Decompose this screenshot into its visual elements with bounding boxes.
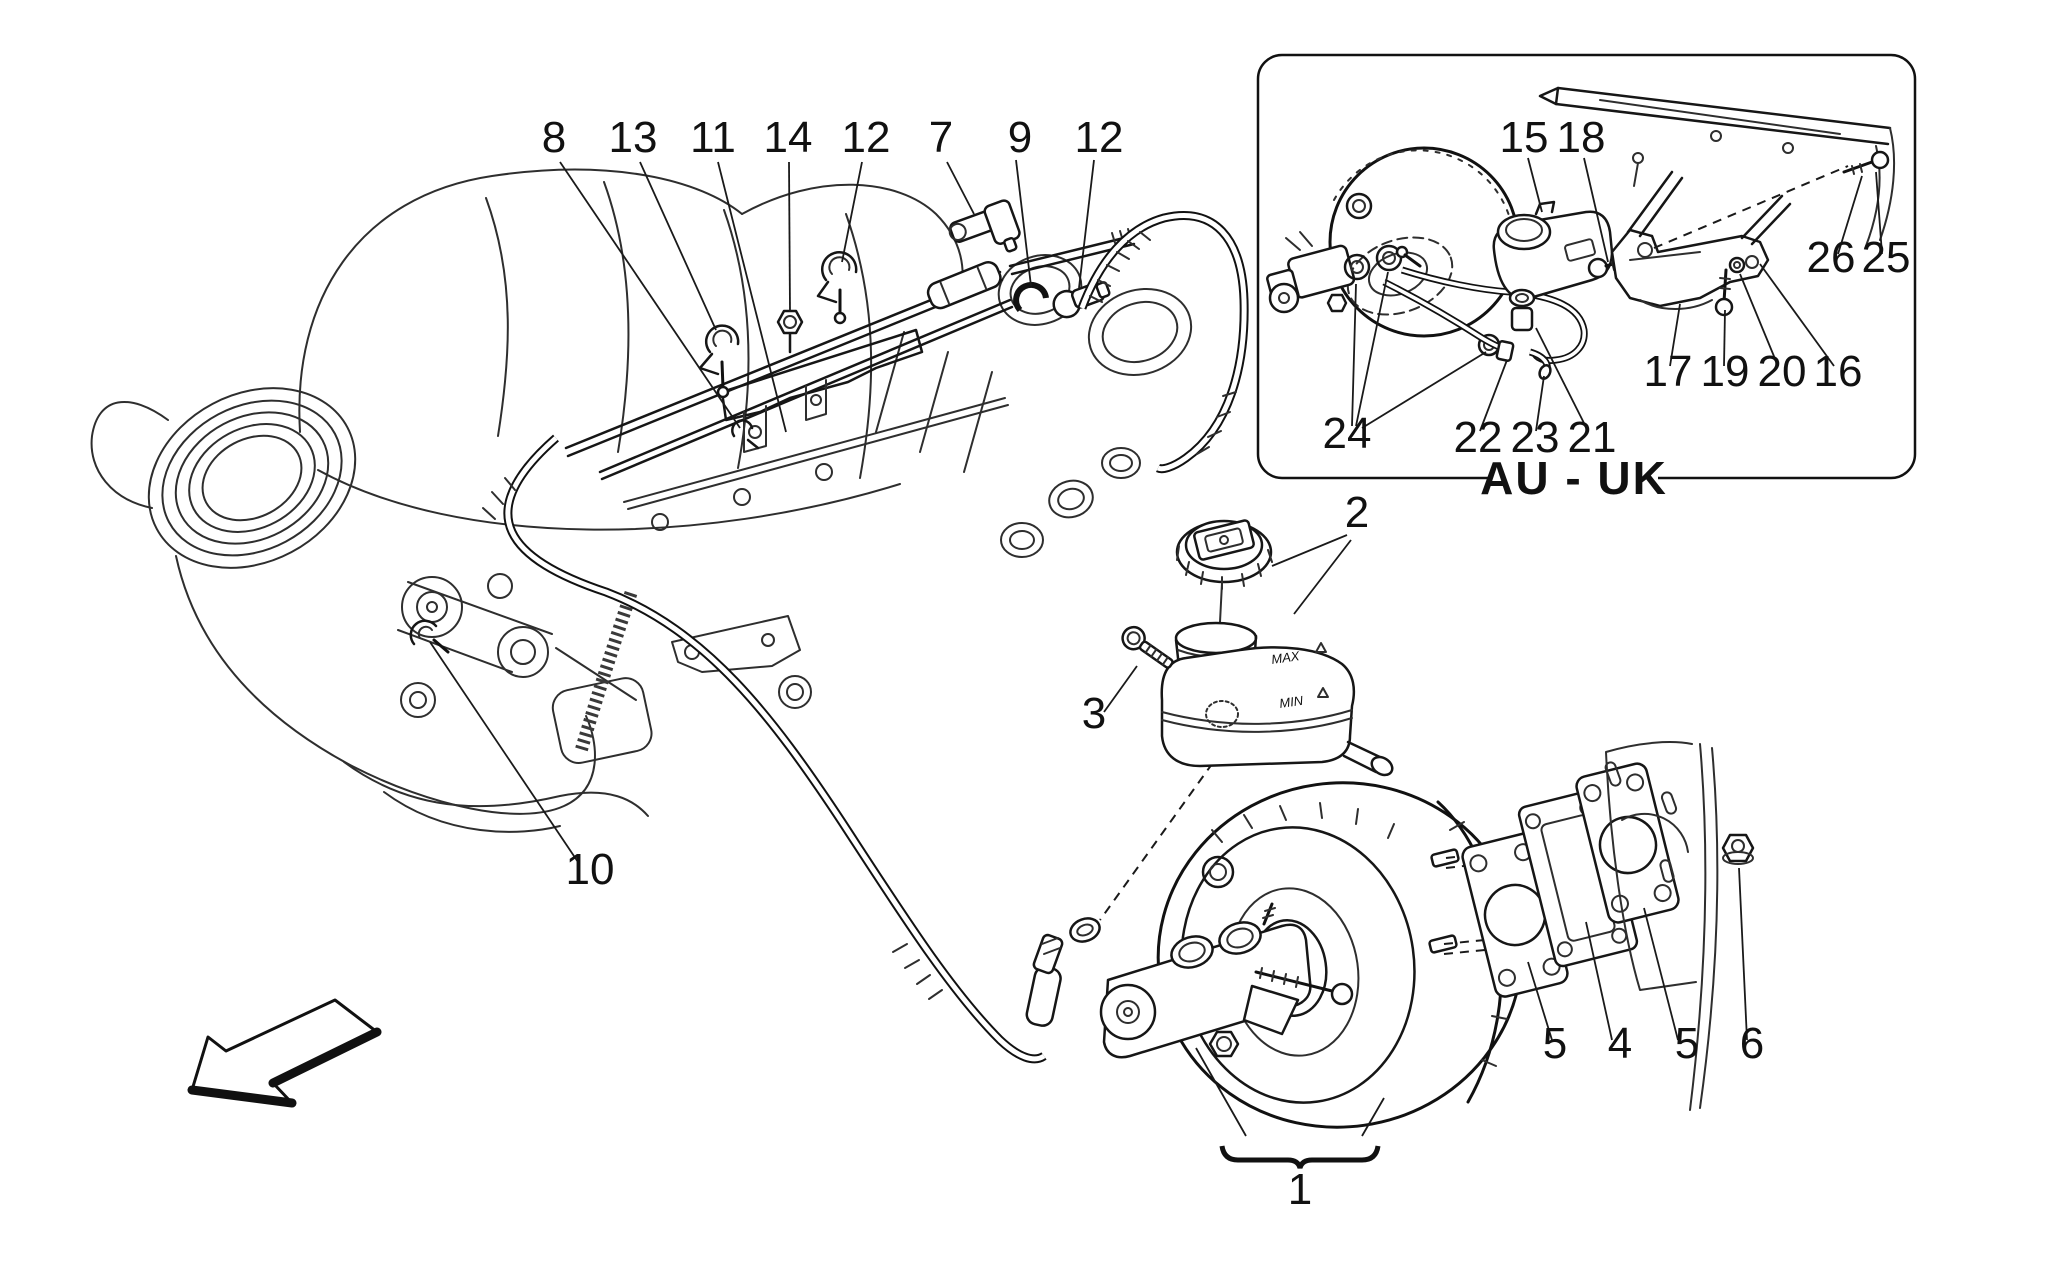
callout-15: 15 [1500,113,1549,162]
callout-12b: 12 [1075,113,1124,162]
callout-8: 8 [542,113,566,162]
callout-20: 20 [1758,347,1807,396]
direction-arrow-icon [187,998,382,1108]
callout-14: 14 [764,113,813,162]
callout-10: 10 [566,845,615,894]
callout-21: 21 [1568,413,1617,462]
pipe-clip-12a [816,251,858,325]
callout-7: 7 [929,113,953,162]
callout-22: 22 [1454,413,1503,462]
fluid-reservoir: MAX MIN [1121,519,1394,777]
reservoir-body [1160,646,1356,768]
pipe-c-clip-9 [1013,281,1049,313]
master-cylinder [1099,902,1354,1059]
bulkhead-panel [1604,741,1719,1111]
callout-6: 6 [1740,1019,1764,1068]
callout-18: 18 [1557,113,1606,162]
variant-label-mask [1490,458,1658,500]
callout-13: 13 [609,113,658,162]
brake-pipe-assembly [564,199,1136,481]
assembly-brace [1219,1145,1381,1169]
callout-9: 9 [1008,113,1032,162]
callout-4: 4 [1608,1019,1632,1068]
callouts-inset: 15 18 26 25 17 19 20 16 24 22 23 21 [1323,113,1911,462]
callout-17: 17 [1644,347,1693,396]
leader-1 [1195,1047,1385,1137]
callout-5b: 5 [1675,1019,1699,1068]
callouts-main: 8 13 11 14 12 7 9 12 10 2 3 1 5 4 5 6 [542,113,1764,1214]
callout-26: 26 [1807,233,1856,282]
inset-panel: AU - UK [1256,53,1917,504]
callout-23: 23 [1511,413,1560,462]
leader-lines-inset [1351,157,1883,432]
pipe-union [926,260,1002,310]
callout-1: 1 [1288,1165,1312,1214]
pipe-nut-14 [776,309,804,354]
callout-5a: 5 [1543,1019,1567,1068]
supply-hose [482,434,1223,1064]
reservoir-feed-line [1099,749,1223,921]
leader-lines-main [429,159,1748,1041]
loop-hose [1077,211,1249,474]
callout-16: 16 [1814,347,1863,396]
engine-illustration [90,168,1193,833]
min-marking: MIN [1278,693,1304,711]
flange-nut-6 [1721,833,1755,865]
hose-clamp-10 [409,619,450,654]
callout-12a: 12 [842,113,891,162]
callout-25: 25 [1862,233,1911,282]
callout-24: 24 [1323,409,1372,458]
max-marking: MAX [1270,648,1301,667]
callout-11: 11 [690,113,736,162]
pipe-fitting-7 [948,199,1021,253]
pipe-clip-13 [698,324,740,399]
callout-2: 2 [1345,488,1369,537]
callout-3: 3 [1082,689,1106,738]
callout-19: 19 [1701,347,1750,396]
hose-clip-8 [731,419,760,450]
reservoir-bolt-3 [1121,625,1174,669]
variant-label: AU - UK [1480,452,1668,504]
